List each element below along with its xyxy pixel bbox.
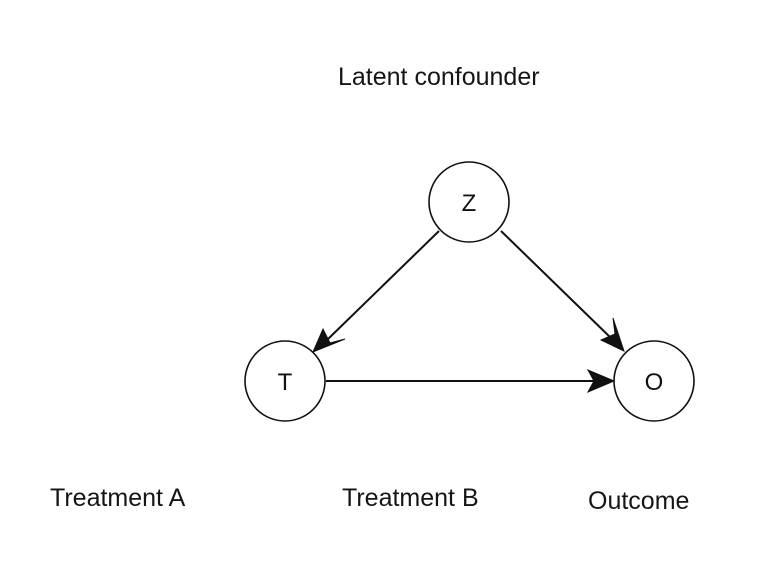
node-o-circle: [613, 340, 695, 422]
node-z-label: Z: [462, 190, 477, 217]
node-z-circle: [428, 161, 510, 243]
node-t-label: T: [278, 369, 293, 396]
edges: [312, 230, 625, 394]
arrowhead-z-to-t: [312, 327, 346, 353]
arrowhead-t-to-o: [586, 368, 616, 394]
edge-z-to-t: [326, 230, 440, 341]
node-z: Z: [428, 161, 510, 243]
arrowhead-z-to-o: [599, 317, 625, 352]
treatment-b-caption: Treatment B: [342, 484, 479, 512]
outcome-caption: Outcome: [588, 487, 690, 515]
node-o-label: O: [645, 369, 664, 396]
treatment-a-caption: Treatment A: [50, 484, 186, 512]
latent-confounder-caption: Latent confounder: [338, 63, 540, 91]
node-t-circle: [244, 340, 326, 422]
node-o: O: [613, 340, 695, 422]
nodes: Z T O: [244, 161, 695, 422]
edge-z-to-o: [500, 230, 613, 340]
node-t: T: [244, 340, 326, 422]
